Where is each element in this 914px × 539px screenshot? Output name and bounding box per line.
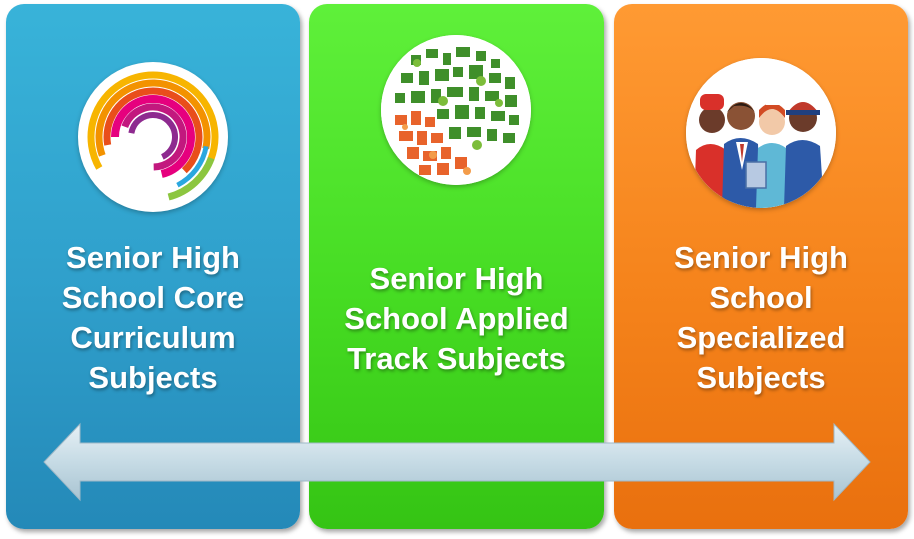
panel-label: Senior High School Applied Track Subject…: [344, 261, 569, 376]
panel-applied-track: Senior High School Applied Track Subject…: [309, 4, 604, 529]
panel-label: Senior High School Core Curriculum Subje…: [61, 240, 245, 395]
panel-label: Senior High School Specialized Subjects: [674, 240, 848, 395]
professionals-group-icon: [686, 58, 836, 208]
panel-core-curriculum: Senior High School Core Curriculum Subje…: [6, 4, 300, 529]
panel-specialized: Senior High School Specialized Subjects: [614, 4, 908, 529]
concentric-arcs-icon: [78, 62, 228, 212]
education-icons-collage-icon: [381, 35, 531, 185]
